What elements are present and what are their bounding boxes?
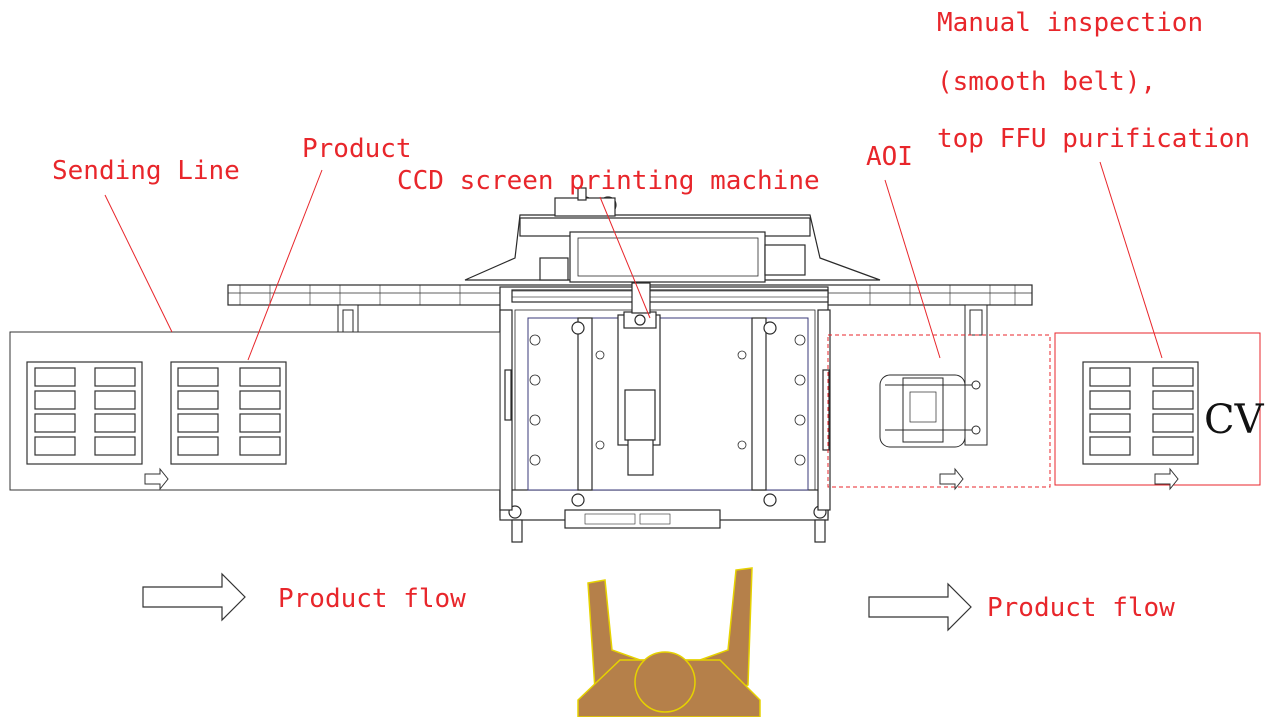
product-flow-right-label: Product flow [987, 593, 1175, 623]
manual-inspection-line-3: top FFU purification [937, 124, 1250, 154]
product-flow-right: Product flow [868, 582, 1175, 632]
right-transfer-unit [879, 304, 988, 448]
cv-station: CV [1054, 332, 1265, 491]
right-arrow-icon [868, 582, 972, 632]
right-arrow-icon [1154, 467, 1179, 491]
cv-label: CV [1204, 397, 1265, 443]
aoi-label: AOI [866, 142, 913, 172]
right-arrow-icon [144, 467, 169, 491]
product-flow-left: Product flow [142, 572, 466, 622]
operator-person-icon [577, 567, 761, 717]
ccd-screen-printing-machine [227, 187, 1033, 543]
manual-inspection-line-2: (smooth belt), [937, 67, 1156, 97]
leader-lines [104, 161, 1163, 361]
product-tray-left-2 [170, 361, 287, 465]
product-label: Product [302, 134, 412, 164]
aoi-station [827, 334, 1051, 491]
product-tray-right [1082, 361, 1199, 465]
sending-line-label: Sending Line [52, 156, 240, 186]
manual-inspection-line-1: Manual inspection [937, 8, 1203, 38]
frame-rollers [529, 334, 806, 466]
product-flow-left-label: Product flow [278, 584, 466, 614]
rail-tick-marks [239, 285, 1016, 305]
product-tray-left-1 [26, 361, 143, 465]
right-arrow-icon [939, 467, 964, 491]
right-arrow-icon [142, 572, 246, 622]
ccd-machine-label: CCD screen printing machine [397, 166, 820, 196]
